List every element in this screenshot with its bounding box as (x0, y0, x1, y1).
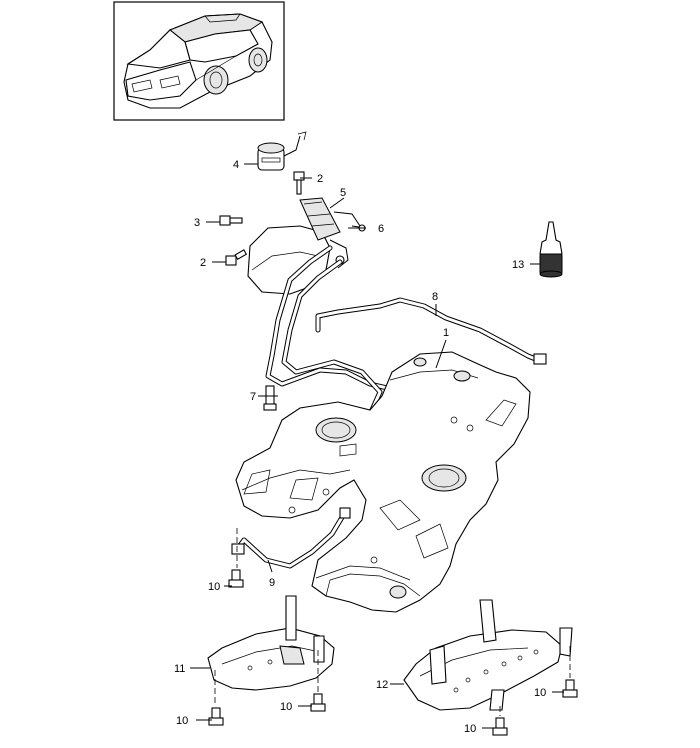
callout-5: 5 (340, 187, 346, 199)
breather-line-part-8 (315, 297, 547, 365)
callout-8: 8 (432, 291, 438, 303)
bolt-part-10-d (562, 679, 578, 698)
clip-part-7 (262, 385, 278, 411)
callout-7: 7 (250, 391, 256, 403)
callout-10-b: 10 (176, 715, 188, 727)
bolt-part-10-b (208, 707, 224, 726)
leader-lines (190, 163, 564, 729)
heat-shield-part-11 (207, 595, 335, 691)
fuel-tank-part-1 (235, 351, 531, 613)
callout-13: 13 (512, 259, 524, 271)
callout-9: 9 (269, 577, 275, 589)
callout-11: 11 (174, 663, 185, 675)
callout-4: 4 (233, 159, 239, 171)
bolt-part-3 (219, 215, 243, 226)
callout-10-d: 10 (534, 687, 546, 699)
callout-3: 3 (194, 217, 200, 229)
callout-10-a: 10 (208, 581, 220, 593)
alignment-lines (214, 528, 571, 716)
filler-cap-part-4 (257, 131, 307, 171)
bolt-part-10-c (310, 693, 326, 712)
callout-6: 6 (378, 223, 384, 235)
callout-2-upper: 2 (317, 173, 323, 185)
vehicle-thumbnail (113, 1, 285, 121)
bolt-part-10-e (492, 717, 508, 736)
callout-12: 12 (376, 679, 388, 691)
bolt-part-2-lower (225, 249, 248, 266)
heat-shield-part-12 (403, 599, 573, 711)
sealant-bottle-part-13 (539, 221, 563, 278)
callout-10-e: 10 (464, 723, 476, 735)
callout-10-c: 10 (280, 701, 292, 713)
callout-1: 1 (443, 327, 449, 339)
callout-2-lower: 2 (200, 257, 206, 269)
bolt-part-10-a (228, 569, 244, 588)
filler-pipe-part-5 (247, 197, 367, 295)
bolt-part-2-upper (293, 171, 305, 195)
tank-strap-part-9 (231, 507, 351, 569)
